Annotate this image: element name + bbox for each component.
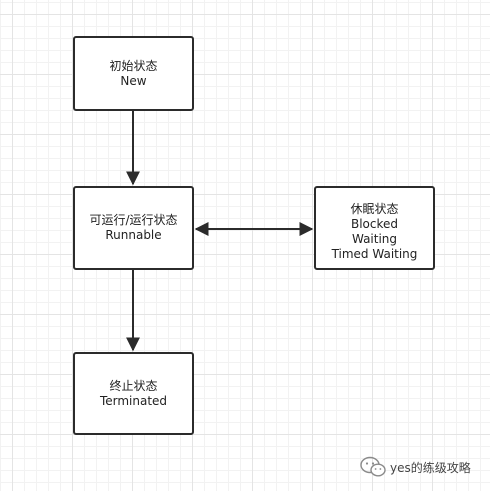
node-terminated-subtitle: Terminated — [99, 393, 168, 408]
node-new-title: 初始状态 — [109, 58, 158, 73]
node-runnable-subtitle: Runnable — [105, 228, 162, 242]
node-sleeping-title: 休眠状态 — [350, 202, 399, 216]
node-terminated-title: 终止状态 — [109, 378, 158, 393]
node-new[interactable]: 初始状态 New — [73, 36, 194, 111]
node-sleeping-line: Waiting — [351, 232, 398, 246]
watermark-text: yes的练级攻略 — [390, 460, 471, 475]
wechat-icon — [360, 456, 386, 477]
watermark: yes的练级攻略 — [360, 455, 471, 479]
node-sleeping[interactable]: 休眠状态 Blocked Waiting Timed Waiting — [314, 186, 435, 270]
node-runnable-title: 可运行/运行状态 — [89, 213, 178, 227]
node-runnable[interactable]: 可运行/运行状态 Runnable — [73, 186, 194, 270]
node-sleeping-line: Timed Waiting — [331, 247, 418, 261]
node-terminated[interactable]: 终止状态 Terminated — [73, 352, 194, 435]
node-sleeping-line: Blocked — [350, 217, 399, 231]
node-new-subtitle: New — [120, 73, 147, 88]
